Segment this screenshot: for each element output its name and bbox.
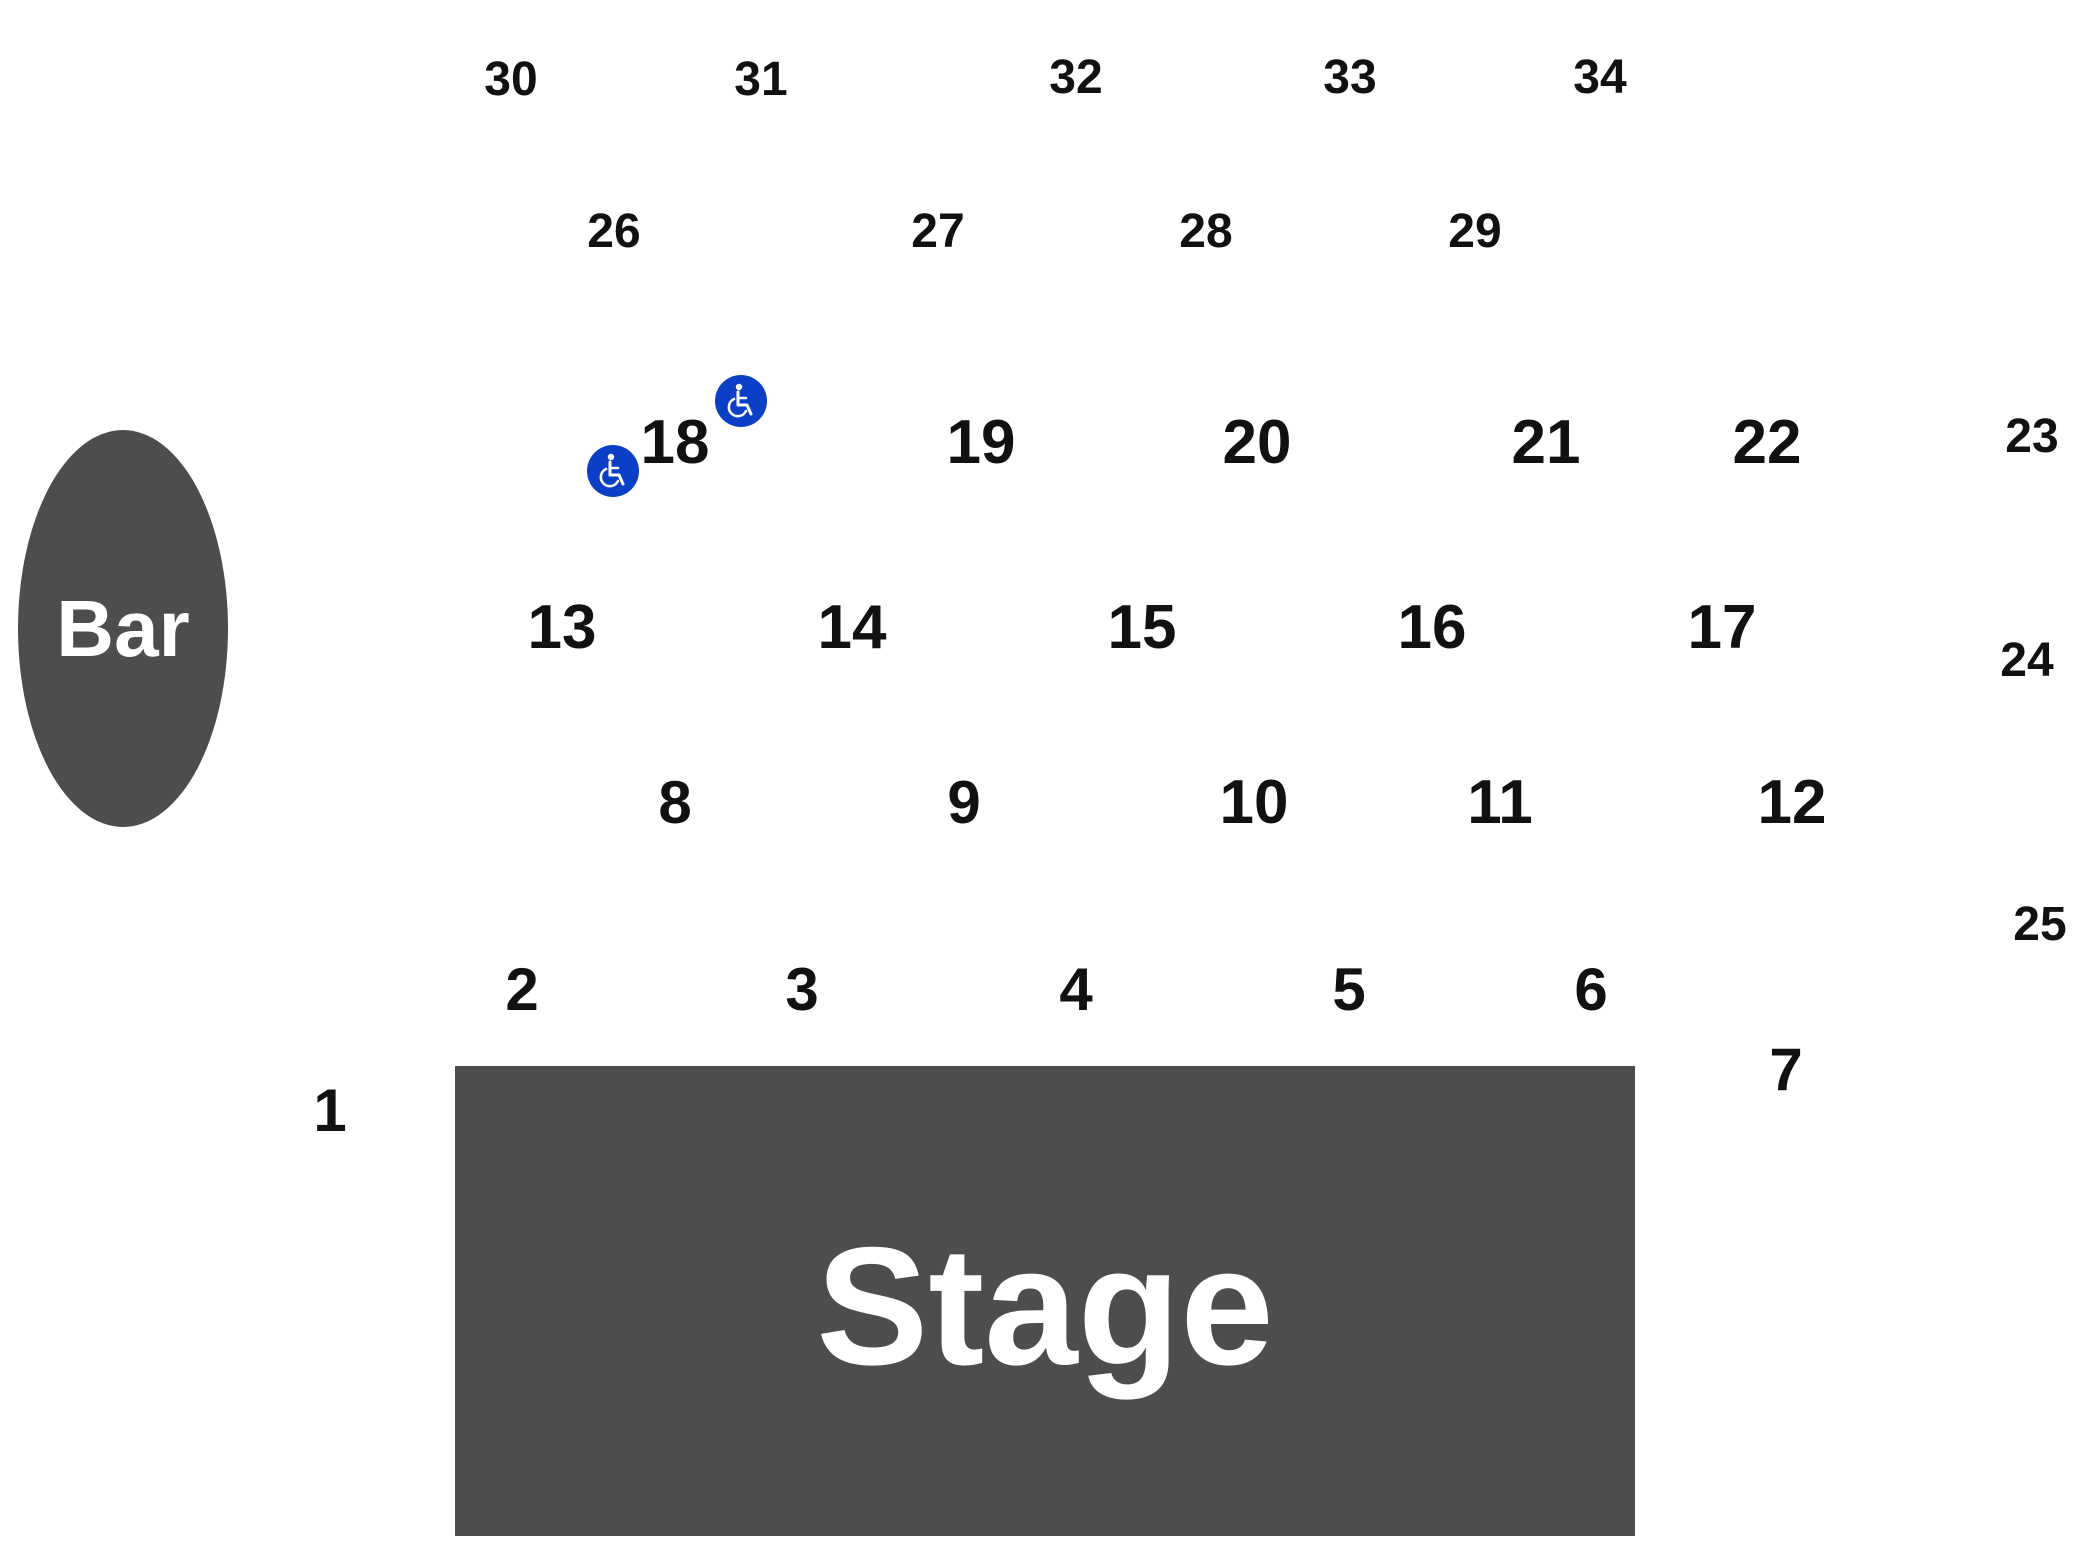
table-31[interactable]: 31	[734, 53, 788, 106]
table-5[interactable]: 5	[1332, 956, 1366, 1023]
bar-area[interactable]: Bar	[18, 430, 228, 827]
table-6[interactable]: 6	[1574, 956, 1608, 1023]
table-12[interactable]: 12	[1757, 768, 1827, 837]
table-14[interactable]: 14	[817, 593, 887, 662]
table-17[interactable]: 17	[1687, 593, 1757, 662]
table-18[interactable]: 18	[640, 408, 710, 477]
wheelchair-icon[interactable]	[587, 445, 639, 497]
table-10[interactable]: 10	[1219, 768, 1289, 837]
table-3[interactable]: 3	[785, 956, 819, 1023]
table-23[interactable]: 23	[2005, 410, 2059, 463]
table-26[interactable]: 26	[587, 205, 641, 258]
table-33[interactable]: 33	[1323, 51, 1377, 104]
wheelchair-icon[interactable]	[715, 375, 767, 427]
table-2[interactable]: 2	[505, 956, 539, 1023]
table-13[interactable]: 13	[527, 593, 597, 662]
table-25[interactable]: 25	[2013, 898, 2067, 951]
table-19[interactable]: 19	[946, 408, 1016, 477]
table-21[interactable]: 21	[1511, 408, 1581, 477]
table-30[interactable]: 30	[484, 53, 538, 106]
table-1[interactable]: 1	[313, 1077, 347, 1144]
table-27[interactable]: 27	[911, 205, 965, 258]
stage-label: Stage	[816, 1211, 1274, 1400]
table-8[interactable]: 8	[658, 769, 692, 836]
table-22[interactable]: 22	[1732, 408, 1802, 477]
table-28[interactable]: 28	[1179, 205, 1233, 258]
table-24[interactable]: 24	[2000, 634, 2054, 687]
table-7[interactable]: 7	[1769, 1036, 1803, 1103]
stage-area[interactable]: Stage	[455, 1066, 1635, 1536]
table-34[interactable]: 34	[1573, 51, 1627, 104]
table-20[interactable]: 20	[1222, 408, 1292, 477]
bar-label: Bar	[56, 583, 190, 673]
table-15[interactable]: 15	[1107, 593, 1177, 662]
table-29[interactable]: 29	[1448, 205, 1502, 258]
table-9[interactable]: 9	[947, 769, 981, 836]
table-32[interactable]: 32	[1049, 51, 1103, 104]
table-16[interactable]: 16	[1397, 593, 1467, 662]
table-4[interactable]: 4	[1059, 956, 1093, 1023]
table-11[interactable]: 11	[1467, 768, 1533, 837]
